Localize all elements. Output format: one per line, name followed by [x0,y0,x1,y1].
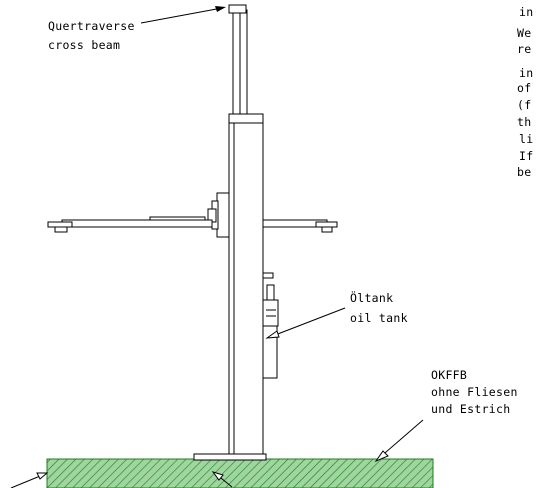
side-text-line: If [519,149,533,163]
oiltank-label-de: Öltank [350,289,393,305]
oiltank-label-en: oil tank [350,311,408,325]
side-text-line: li [519,132,533,146]
carriage [207,192,230,238]
side-text-line: We [517,26,531,40]
upper-column [228,4,248,115]
floor-label-line1: ohne Fliesen [431,385,518,399]
floor-slab [46,458,434,488]
main-column [228,113,264,455]
oil-tank [262,272,279,379]
side-text-line: be [517,165,531,179]
crossbeam-label-de: Quertraverse [48,19,135,33]
base-plate [193,453,267,461]
side-text-line: (f [517,98,531,112]
left-support-arm [47,216,213,233]
side-text-line: in [519,5,533,19]
side-text-line: th [517,115,531,129]
leader-lines [10,6,424,488]
side-text-line: re [517,42,531,56]
right-support-arm [262,219,338,233]
side-text-line: in [519,66,533,80]
side-text-line: of [517,81,531,95]
side-text-column: in We re in of (f th li If be [517,5,533,179]
floor-code-label: OKFFB [431,368,467,382]
floor-label-line2: und Estrich [431,402,510,416]
crossbeam-label-en: cross beam [48,38,120,52]
